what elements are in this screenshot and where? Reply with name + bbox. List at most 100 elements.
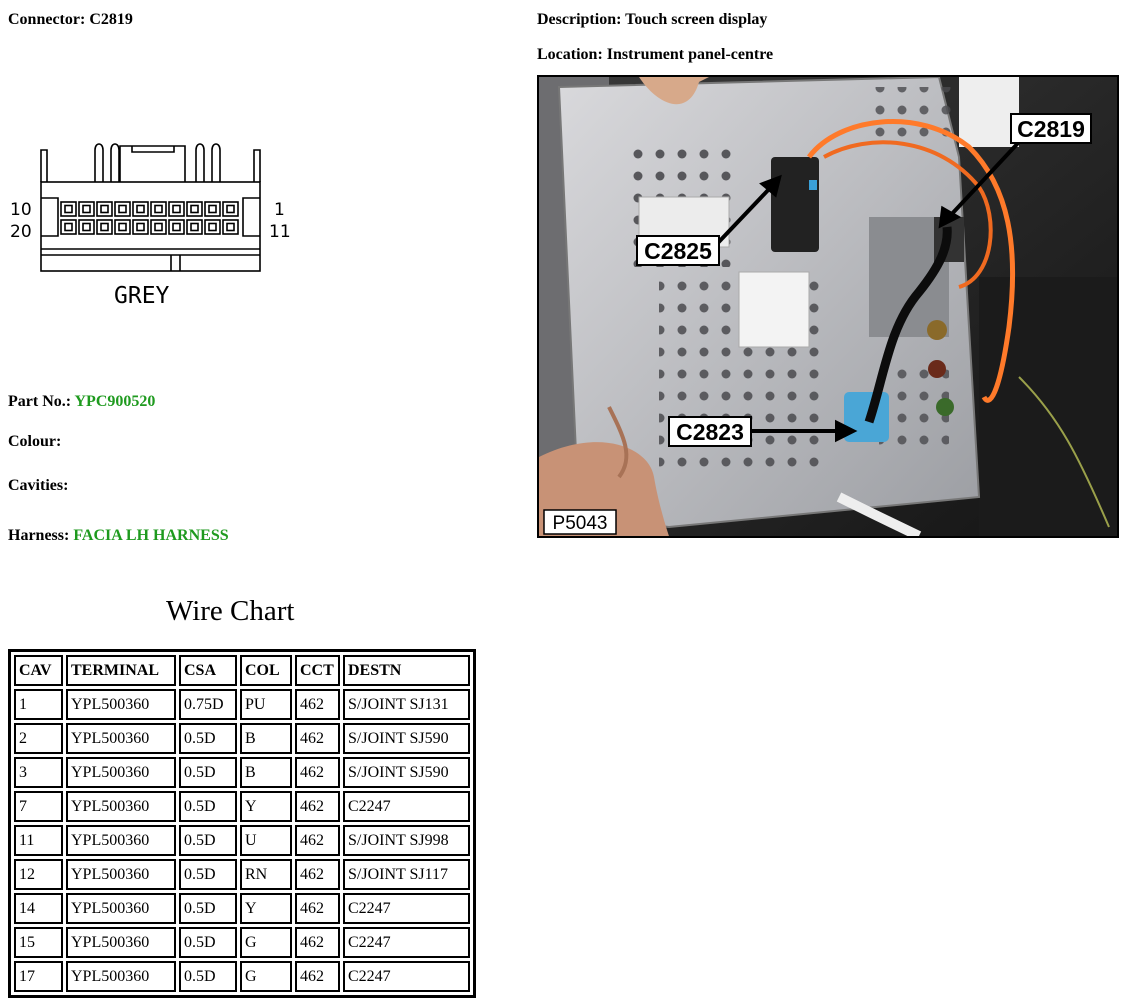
terminal-cell: YPL500360 [66, 859, 176, 890]
pin-cavity [132, 219, 149, 235]
pin-cavity [132, 201, 149, 217]
pin-contact [208, 204, 217, 214]
pin-contact [100, 222, 109, 232]
table-row: 11 YPL500360 0.5D U 462 S/JOINT SJ998 [14, 825, 470, 856]
description-heading: Description: Touch screen display [537, 10, 767, 30]
col-cell: RN [240, 859, 292, 890]
cct-cell: 462 [295, 791, 340, 822]
csa-cell: 0.5D [179, 961, 237, 992]
cct-cell: 462 [295, 723, 340, 754]
terminal-cell: YPL500360 [66, 825, 176, 856]
column-header-terminal: TERMINAL [66, 655, 176, 686]
pin-contact [190, 204, 199, 214]
cct-cell: 462 [295, 689, 340, 720]
pin-cavity [78, 201, 95, 217]
table-row: 3 YPL500360 0.5D B 462 S/JOINT SJ590 [14, 757, 470, 788]
description-value: Touch screen display [625, 11, 768, 28]
pin-contact [82, 222, 91, 232]
pin-cavity [168, 201, 185, 217]
csa-cell: 0.5D [179, 825, 237, 856]
cavities-label: Cavities: [8, 477, 69, 494]
pin-cavity [204, 201, 221, 217]
cav-cell: 11 [14, 825, 63, 856]
column-header-col: COL [240, 655, 292, 686]
location-photo: C2819 C2825 C2823 P5043 [537, 75, 1119, 538]
pin-contact [172, 204, 181, 214]
connector-heading: Connector: C2819 [8, 10, 133, 30]
cct-cell: 462 [295, 859, 340, 890]
destn-cell: S/JOINT SJ590 [343, 723, 470, 754]
table-row: 7 YPL500360 0.5D Y 462 C2247 [14, 791, 470, 822]
destn-cell: C2247 [343, 791, 470, 822]
location-photo-image: C2819 C2825 C2823 P5043 [539, 77, 1117, 536]
table-row: 14 YPL500360 0.5D Y 462 C2247 [14, 893, 470, 924]
table-row: 1 YPL500360 0.75D PU 462 S/JOINT SJ131 [14, 689, 470, 720]
destn-cell: C2247 [343, 893, 470, 924]
cct-cell: 462 [295, 961, 340, 992]
pin-cavity [60, 201, 77, 217]
col-cell: B [240, 723, 292, 754]
col-cell: U [240, 825, 292, 856]
csa-cell: 0.5D [179, 927, 237, 958]
csa-cell: 0.75D [179, 689, 237, 720]
cav-cell: 3 [14, 757, 63, 788]
pin-contact [154, 222, 163, 232]
column-header-csa: CSA [179, 655, 237, 686]
table-row: 12 YPL500360 0.5D RN 462 S/JOINT SJ117 [14, 859, 470, 890]
csa-cell: 0.5D [179, 791, 237, 822]
col-cell: PU [240, 689, 292, 720]
pin-contact [208, 222, 217, 232]
wire-chart-title: Wire Chart [166, 595, 295, 627]
pin-label-1: 1 [274, 200, 285, 220]
terminal-cell: YPL500360 [66, 791, 176, 822]
pin-contact [118, 222, 127, 232]
cav-cell: 12 [14, 859, 63, 890]
pin-contact [82, 204, 91, 214]
pin-contact [190, 222, 199, 232]
col-cell: G [240, 961, 292, 992]
csa-cell: 0.5D [179, 859, 237, 890]
pin-cavity [96, 219, 113, 235]
cct-cell: 462 [295, 825, 340, 856]
col-cell: B [240, 757, 292, 788]
pin-contact [64, 204, 73, 214]
column-header-cav: CAV [14, 655, 63, 686]
cav-cell: 14 [14, 893, 63, 924]
part-no-label: Part No.: [8, 393, 72, 410]
connector-label: Connector: [8, 11, 86, 28]
csa-cell: 0.5D [179, 723, 237, 754]
description-label: Description: [537, 11, 622, 28]
location-label: Location: [537, 46, 603, 63]
pin-cavity [222, 201, 239, 217]
cct-cell: 462 [295, 893, 340, 924]
pin-cavity [150, 219, 167, 235]
pin-label-11: 11 [269, 222, 291, 242]
pin-contact [154, 204, 163, 214]
pin-cavity [186, 201, 203, 217]
destn-cell: C2247 [343, 961, 470, 992]
wire-chart-header-row: CAV TERMINAL CSA COL CCT DESTN [14, 655, 470, 686]
pin-cavity [222, 219, 239, 235]
callout-c2823: C2823 [676, 419, 744, 445]
destn-cell: S/JOINT SJ998 [343, 825, 470, 856]
pin-contact [100, 204, 109, 214]
pin-contact [64, 222, 73, 232]
terminal-cell: YPL500360 [66, 689, 176, 720]
connector-face-diagram: 10 20 1 11 GREY [10, 143, 291, 309]
pin-contact [136, 204, 145, 214]
col-cell: Y [240, 893, 292, 924]
cav-cell: 1 [14, 689, 63, 720]
connector-id: C2819 [89, 11, 133, 28]
pin-cavity [204, 219, 221, 235]
column-header-cct: CCT [295, 655, 340, 686]
cav-cell: 7 [14, 791, 63, 822]
pin-cavity [114, 219, 131, 235]
harness-label: Harness: [8, 527, 70, 544]
connector-colour-text: GREY [114, 283, 170, 309]
pin-cavity [96, 201, 113, 217]
pin-label-20: 20 [10, 222, 32, 242]
pin-contact [226, 204, 235, 214]
pin-cavity [78, 219, 95, 235]
col-cell: Y [240, 791, 292, 822]
csa-cell: 0.5D [179, 893, 237, 924]
